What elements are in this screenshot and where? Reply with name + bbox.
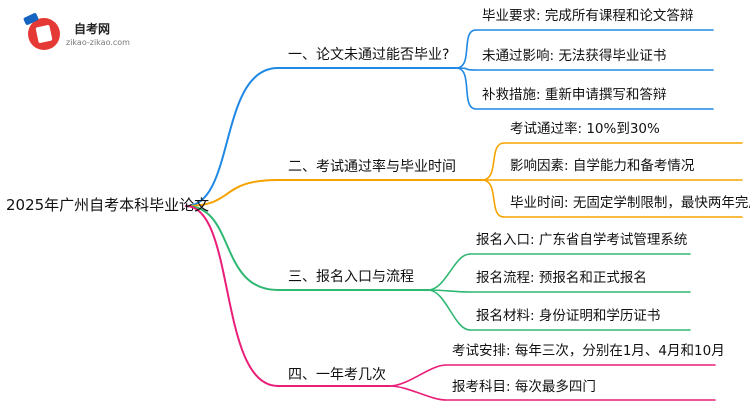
leaf-topic: 报名材料: 身份证明和学历证书	[476, 308, 661, 324]
connector-line	[481, 142, 505, 181]
branch-topic: 三、报名入口与流程	[288, 269, 414, 285]
connector-line	[427, 289, 471, 331]
site-logo: 自考网 zikao-zikao.com	[22, 12, 138, 52]
connector-line	[185, 205, 279, 291]
leaf-topic: 考试通过率: 10%到30%	[510, 121, 660, 137]
logo-name: 自考网	[74, 22, 111, 36]
branch-topic: 二、考试通过率与毕业时间	[288, 159, 456, 175]
connector-line	[481, 179, 505, 218]
branch-topic: 四、一年考几次	[288, 367, 386, 383]
connector-line	[185, 205, 279, 387]
leaf-topic: 报考科目: 每次最多四门	[452, 379, 596, 395]
logo-graduation-icon	[22, 12, 60, 50]
connector-line	[389, 385, 447, 401]
leaf-topic: 报名流程: 预报名和正式报名	[476, 270, 647, 286]
leaf-topic: 毕业要求: 完成所有课程和论文答辩	[482, 8, 694, 24]
root-topic: 2025年广州自考本科毕业论文	[6, 196, 210, 214]
leaf-topic: 考试安排: 每年三次，分别在1月、4月和10月	[452, 343, 725, 359]
leaf-topic: 影响因素: 自学能力和备考情况	[510, 158, 695, 174]
branch-topic: 一、论文未通过能否毕业?	[288, 47, 450, 63]
connector-line	[455, 67, 477, 110]
leaf-topic: 补救措施: 重新申请撰写和答辩	[482, 87, 667, 103]
leaf-topic: 未通过影响: 无法获得毕业证书	[482, 48, 667, 64]
connector-line	[185, 67, 279, 207]
connector-line	[389, 364, 447, 387]
logo-url: zikao-zikao.com	[66, 38, 130, 47]
connector-line	[427, 253, 471, 291]
leaf-topic: 报名入口: 广东省自学考试管理系统	[476, 232, 688, 248]
connector-line	[185, 179, 279, 207]
leaf-topic: 毕业时间: 无固定学制限制，最快两年完成	[510, 195, 750, 211]
connector-line	[455, 29, 477, 69]
